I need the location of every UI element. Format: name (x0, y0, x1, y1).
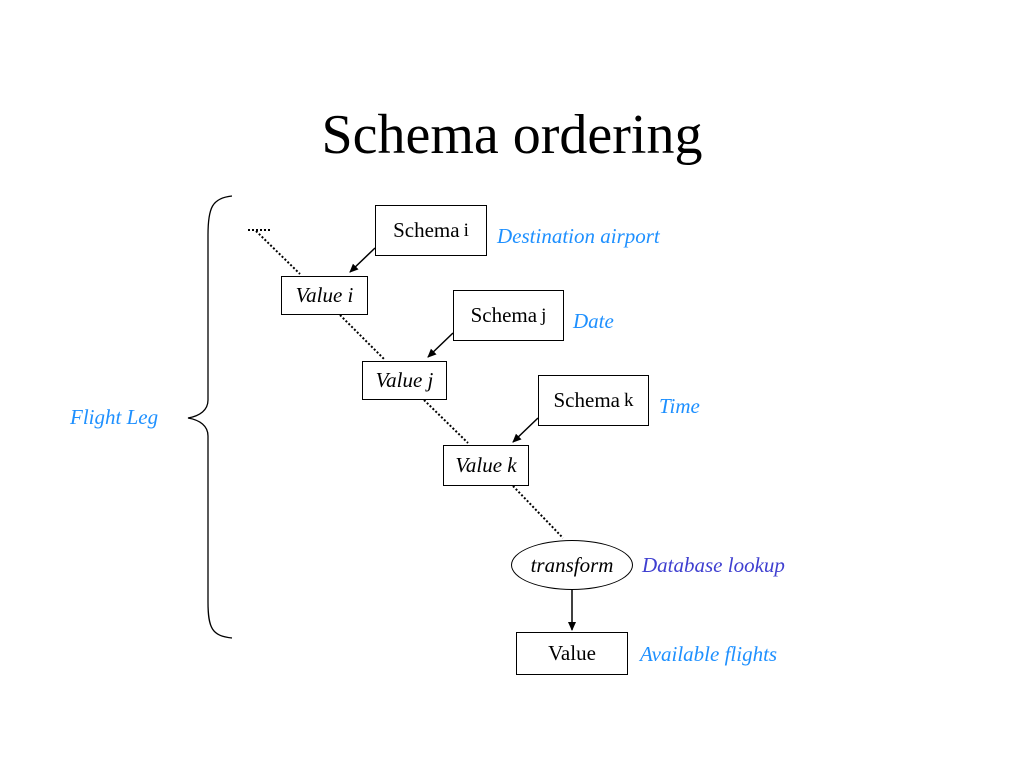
page-title: Schema ordering (321, 104, 703, 166)
schema-k-note: Time (659, 394, 700, 418)
value-k-label: Value (455, 453, 503, 477)
dotted-chain-2 (423, 399, 469, 444)
value-k-index: k (507, 453, 517, 477)
schema-i-note: Destination airport (497, 224, 660, 248)
value-k-box: Value k (443, 445, 529, 486)
result-note: Available flights (640, 642, 778, 666)
schema-j-label: Schema (470, 303, 538, 327)
schema-i-label: Schema (393, 218, 460, 242)
value-i-index: i (347, 283, 354, 307)
dotted-chain-1 (339, 314, 385, 360)
schema-k-subscript: k (623, 389, 634, 411)
value-j-label: Value (375, 368, 423, 392)
flight-leg-brace (187, 195, 233, 639)
dotted-chain-0 (255, 230, 301, 275)
schema-j-subscript: j (541, 304, 547, 326)
flight-leg-label: Flight Leg (70, 405, 159, 429)
transform-label: transform (530, 552, 614, 577)
schema-j-arrow (427, 332, 454, 358)
value-i-label: Value (295, 283, 343, 307)
result-value-label: Value (548, 641, 596, 665)
value-i-box: Value i (281, 276, 368, 315)
transform-note: Database lookup (642, 553, 785, 577)
dotted-chain-3 (512, 485, 564, 539)
value-j-box: Value j (362, 361, 447, 400)
result-value-box: Value (516, 632, 628, 675)
transform-node: transform (511, 540, 633, 590)
schema-i-subscript: i (463, 219, 469, 241)
schema-i-arrow (349, 247, 376, 273)
schema-j-note: Date (573, 309, 614, 333)
value-j-index: j (427, 368, 434, 392)
schema-k-arrow (512, 417, 539, 443)
schema-k-label: Schema (553, 388, 620, 412)
